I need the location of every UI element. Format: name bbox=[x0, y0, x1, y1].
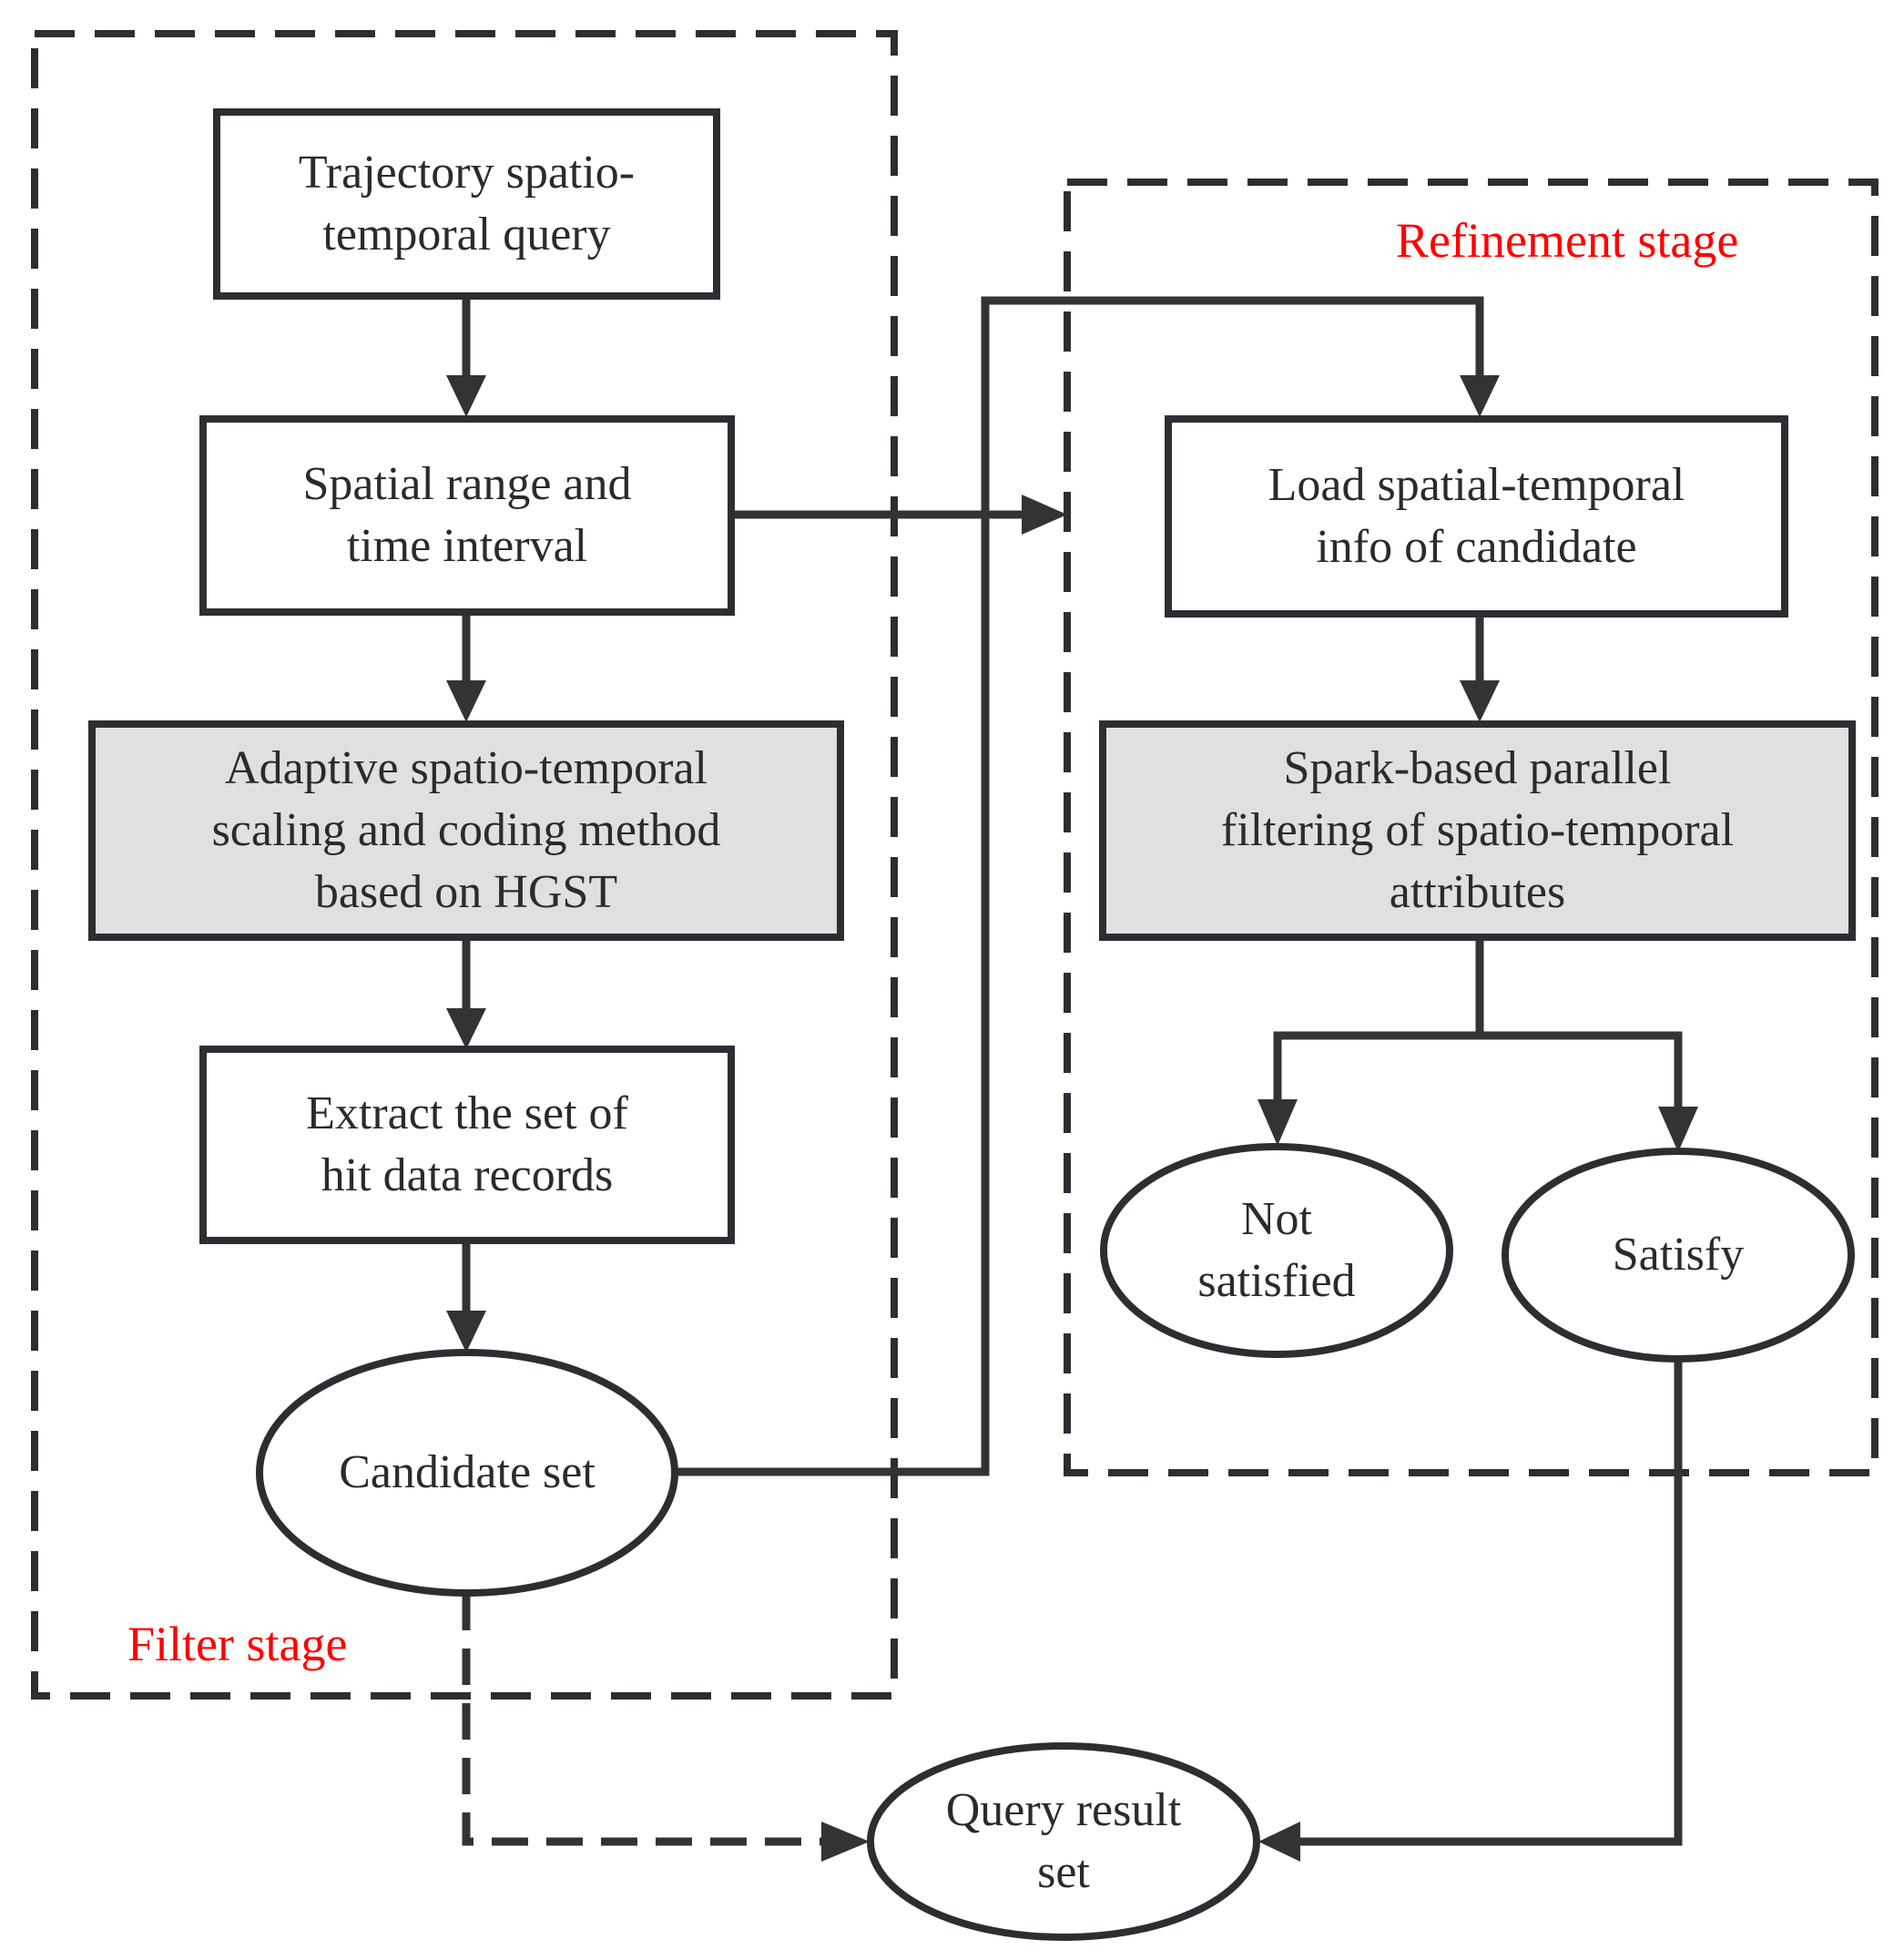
refinement-stage-label: Refinement stage bbox=[1396, 213, 1739, 268]
arrowhead-range-to-refinement bbox=[1022, 495, 1067, 535]
not-satisfied-label: Not satisfied bbox=[1197, 1193, 1356, 1307]
edge-candidate-to-load bbox=[676, 296, 1484, 1476]
refinement-stage-region bbox=[1064, 179, 1879, 1476]
extract-records-label: Extract the set of hit data records bbox=[306, 1087, 628, 1201]
satisfy-label: Satisfy bbox=[1612, 1229, 1745, 1281]
arrowhead-range-to-adaptive bbox=[446, 680, 486, 722]
arrowhead-extract-to-candidate bbox=[446, 1311, 486, 1353]
arrowhead-branch-to-satisfy bbox=[1658, 1107, 1698, 1152]
arrowhead-candidate-to-result bbox=[821, 1822, 870, 1862]
arrowhead-query-to-range bbox=[446, 375, 486, 417]
adaptive-scaling-box bbox=[88, 720, 844, 941]
arrowhead-load-to-spark bbox=[1460, 680, 1500, 722]
filter-stage-label: Filter stage bbox=[127, 1617, 348, 1671]
adaptive-scaling-label: Adaptive spatio-temporal scaling and cod… bbox=[211, 742, 721, 918]
edge-branch-to-satisfy bbox=[1480, 1031, 1683, 1109]
edge-candidate-to-result bbox=[462, 1594, 824, 1846]
satisfy-ellipse bbox=[1502, 1148, 1855, 1363]
candidate-set-ellipse bbox=[256, 1349, 678, 1597]
edge-branch-to-not-satisfied bbox=[1273, 1031, 1480, 1102]
query-result-label: Query result set bbox=[945, 1784, 1182, 1898]
arrowhead-adaptive-to-extract bbox=[446, 1008, 486, 1049]
query-result-ellipse bbox=[867, 1742, 1260, 1941]
arrowhead-candidate-to-load bbox=[1460, 375, 1500, 417]
load-info-box bbox=[1165, 415, 1788, 618]
candidate-set-label: Candidate set bbox=[339, 1446, 596, 1498]
edge-satisfy-to-result bbox=[1298, 1359, 1683, 1846]
not-satisfied-ellipse bbox=[1100, 1143, 1453, 1358]
trajectory-query-box bbox=[213, 108, 720, 300]
arrowhead-branch-to-not-satisfied bbox=[1257, 1099, 1298, 1146]
range-interval-label: Spatial range and time interval bbox=[302, 458, 632, 572]
connectors bbox=[446, 296, 1698, 1862]
arrowhead-satisfy-to-result bbox=[1258, 1822, 1300, 1862]
trajectory-query-label: Trajectory spatio- temporal query bbox=[298, 147, 636, 260]
range-interval-box bbox=[199, 415, 735, 616]
extract-records-box bbox=[199, 1046, 735, 1244]
spark-filtering-label: Spark-based parallel filtering of spatio… bbox=[1220, 742, 1735, 918]
filter-stage-region bbox=[31, 30, 898, 1700]
load-info-label: Load spatial-temporal info of candidate bbox=[1268, 459, 1685, 573]
spark-filtering-box bbox=[1099, 720, 1856, 941]
